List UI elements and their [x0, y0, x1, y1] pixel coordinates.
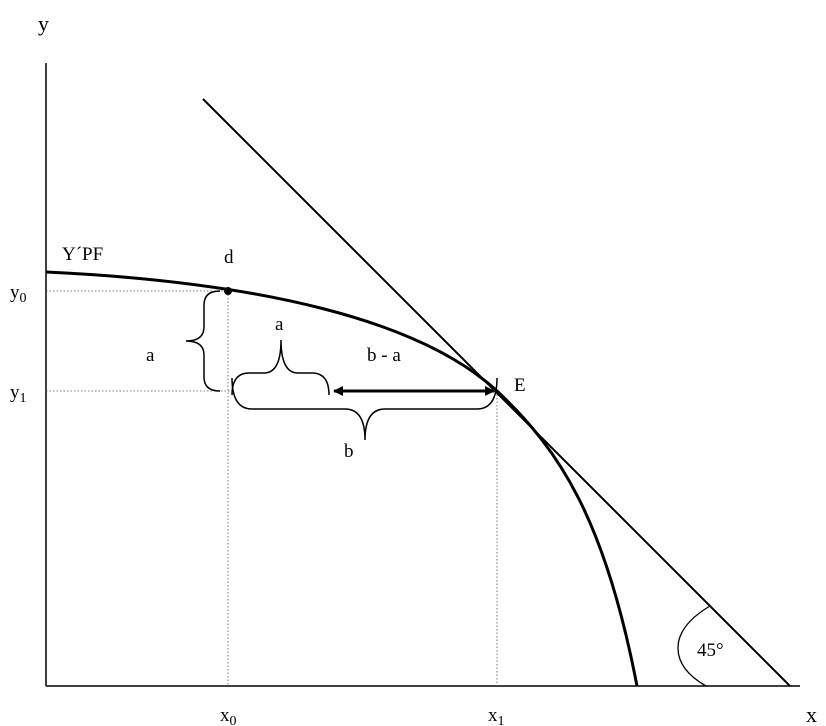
b-bracket-label: b — [344, 441, 354, 462]
y0-tick-label: y0 — [10, 282, 27, 306]
angle-arc — [677, 605, 711, 687]
x1-tick-label: x1 — [488, 705, 505, 726]
curve-label: Y´PF — [62, 244, 103, 265]
point-d-label: d — [224, 247, 234, 268]
horizontal-bracket-b — [231, 377, 498, 441]
production-frontier-curve — [45, 270, 639, 687]
x-axis-label: x — [806, 702, 817, 726]
vertical-bracket-a — [185, 290, 221, 392]
point-d — [224, 287, 232, 295]
vertical-bracket-a-label: a — [146, 345, 155, 366]
y1-tick-label: y1 — [10, 382, 27, 406]
horizontal-bracket-a — [231, 339, 330, 396]
angle-label: 45° — [697, 640, 724, 661]
horizontal-bracket-a-label: a — [275, 314, 284, 335]
point-e-label: E — [514, 375, 526, 396]
b-minus-a-label: b - a — [367, 345, 401, 366]
x0-tick-label: x0 — [220, 705, 237, 726]
y-axis-label: y — [38, 11, 49, 36]
